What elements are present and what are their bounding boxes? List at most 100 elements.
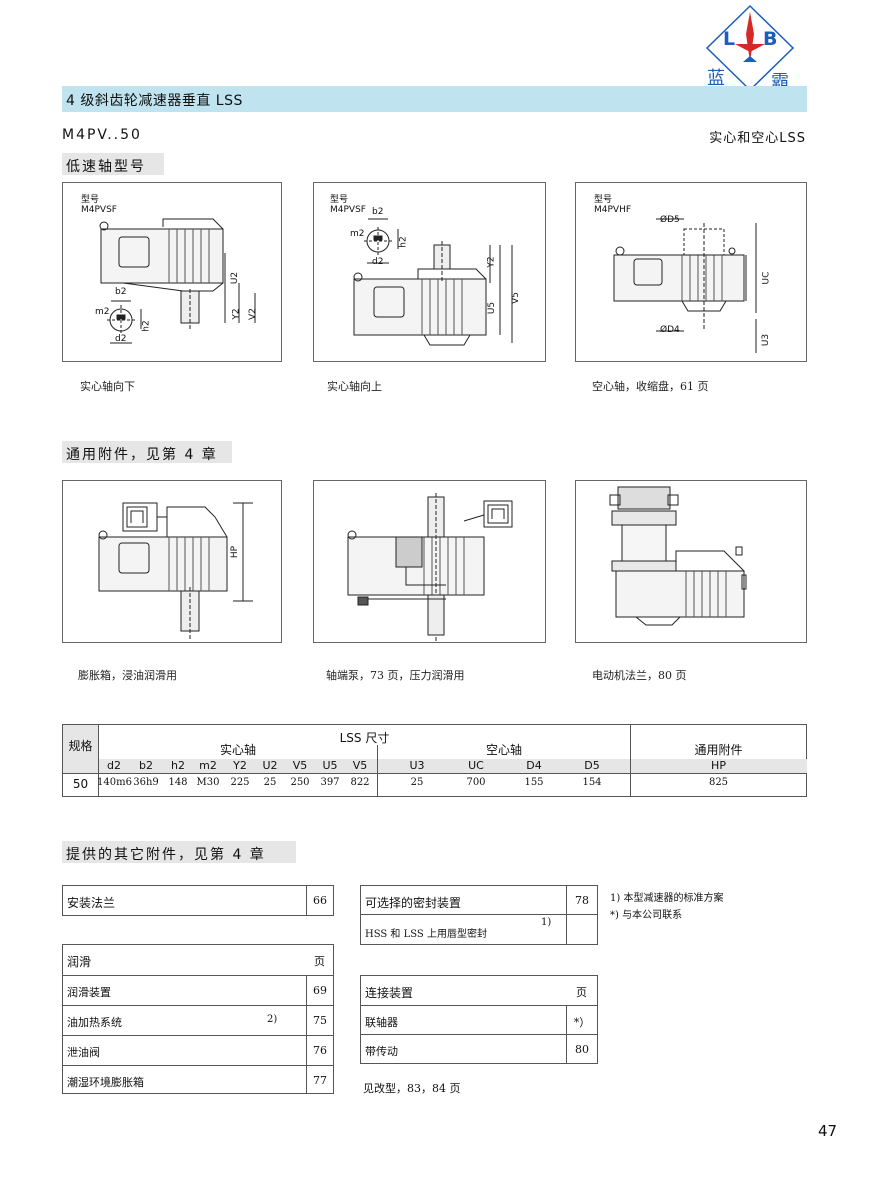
- row-page: 75: [306, 1006, 333, 1035]
- val-v5: 250: [290, 777, 310, 788]
- val-b2: 36h9: [133, 777, 159, 788]
- panel-solid-shaft-down: 型号 M4PVSF b2 m2 h2 d2 U2 Y2 V2: [62, 182, 282, 362]
- row-name: 油加热系统: [67, 1016, 122, 1029]
- col-b2: b2: [139, 759, 153, 772]
- table-row: 润滑装置 69: [63, 976, 333, 1006]
- footnote-2: *) 与本公司联系: [610, 910, 683, 921]
- table-row: 泄油阀 76: [63, 1036, 333, 1066]
- panel-hollow-shaft: 型号 M4PVHF ØD5 ØD4 UC U3: [575, 182, 807, 362]
- divider: [377, 745, 378, 796]
- table-row: HSS 和 LSS 上用唇型密封 1): [361, 915, 597, 944]
- page-title: 4 级斜齿轮减速器垂直 LSS: [66, 93, 243, 109]
- col-d4: D4: [526, 759, 542, 772]
- col-v5: V5: [292, 759, 308, 772]
- motor-flange-drawing: [609, 486, 747, 626]
- col-hp: HP: [711, 759, 726, 772]
- row-name: HSS 和 LSS 上用唇型密封: [365, 929, 487, 940]
- model-code: M4PV..50: [62, 127, 142, 143]
- val-d4: 155: [524, 777, 544, 788]
- val-d2: 140m6: [97, 777, 132, 788]
- dimension-table: 规格 LSS 尺寸 实心轴 空心轴 通用附件 d2 b2 h2 m2 Y2 U2…: [62, 724, 807, 797]
- panel-solid-shaft-up: 型号 M4PVSF b2 m2 h2 d2 Y2 U5 V5: [313, 182, 546, 362]
- caption-motor-flange: 电动机法兰，80 页: [592, 669, 687, 682]
- caption-solid-shaft-up: 实心轴向上: [327, 380, 382, 393]
- val-y2: 225: [230, 777, 250, 788]
- table-connection-devices: 连接装置 页 联轴器 *） 带传动 80: [360, 975, 598, 1064]
- row-name: 泄油阀: [67, 1046, 100, 1059]
- row-name: 安装法兰: [67, 896, 116, 910]
- col-u5: U5: [322, 759, 338, 772]
- footnote-1: 1) 本型减速器的标准方案: [610, 893, 724, 904]
- row-name: 带传动: [365, 1045, 398, 1058]
- gearbox-solid-down-drawing: [99, 218, 256, 344]
- row-page: 66: [306, 886, 333, 915]
- caption-shaft-pump: 轴端泵，73 页，压力润滑用: [326, 669, 465, 682]
- panel-expansion-tank: HP: [62, 480, 282, 643]
- table-header-row: 润滑 页: [63, 945, 333, 976]
- row-page: 78: [566, 886, 597, 914]
- col-v5b: V5: [352, 759, 368, 772]
- divider: [98, 725, 99, 796]
- row-page: [566, 915, 597, 944]
- dim-b2: b2: [372, 207, 384, 217]
- table-lubrication: 润滑 页 润滑装置 69 油加热系统 2) 75 泄油阀 76 潮湿环境膨胀箱 …: [62, 944, 334, 1094]
- row-name: 润滑: [67, 955, 92, 969]
- see-also-note: 见改型，83，84 页: [363, 1082, 461, 1095]
- table-row: 潮湿环境膨胀箱 77: [63, 1066, 333, 1093]
- expansion-tank-drawing: [98, 502, 253, 639]
- row-page: 页: [576, 986, 587, 999]
- dim-d2: d2: [372, 257, 384, 267]
- row-page: 80: [566, 1035, 597, 1063]
- caption-hollow-shaft: 空心轴，收缩盘，61 页: [592, 380, 709, 393]
- dim-d5: ØD5: [660, 215, 680, 225]
- row-name: 可选择的密封装置: [365, 896, 462, 910]
- model-description: 实心和空心LSS: [709, 131, 806, 146]
- dim-h2: h2: [398, 236, 409, 248]
- val-d5: 154: [582, 777, 602, 788]
- val-u2: 25: [263, 777, 277, 788]
- panel-model: M4PVHF: [594, 205, 632, 215]
- table-row: 安装法兰 66: [63, 886, 333, 915]
- solid-shaft-header: 实心轴: [219, 743, 256, 757]
- val-u3: 25: [410, 777, 424, 788]
- table-row: 带传动 80: [361, 1035, 597, 1063]
- row-page: 76: [306, 1036, 333, 1065]
- logo-letter-b: B: [763, 28, 778, 50]
- val-uc: 700: [466, 777, 486, 788]
- table-optional-seals: 可选择的密封装置 78 HSS 和 LSS 上用唇型密封 1): [360, 885, 598, 945]
- panel-model: M4PVSF: [81, 205, 117, 215]
- gearbox-hollow-drawing: [613, 218, 757, 353]
- val-v5b: 822: [350, 777, 370, 788]
- col-h2: h2: [171, 759, 185, 772]
- panel-motor-flange: [575, 480, 807, 643]
- row-name: 润滑装置: [67, 986, 111, 999]
- val-u5: 397: [320, 777, 340, 788]
- panel-type-label: 型号: [594, 195, 613, 205]
- divider: [63, 773, 806, 774]
- row-name: 连接装置: [365, 986, 414, 1000]
- caption-solid-shaft-down: 实心轴向下: [80, 380, 135, 393]
- logo-letter-l: L: [723, 28, 736, 50]
- dim-u5: U5: [487, 301, 498, 315]
- col-m2: m2: [199, 759, 217, 772]
- company-logo: L B 蓝 霸: [705, 4, 795, 93]
- row-page: 页: [314, 955, 325, 968]
- row-name: 潮湿环境膨胀箱: [67, 1076, 144, 1089]
- hollow-shaft-header: 空心轴: [485, 743, 522, 757]
- gearbox-solid-up-drawing: [353, 218, 513, 346]
- title-bar: 4 级斜齿轮减速器垂直 LSS: [62, 86, 807, 112]
- dim-y2: Y2: [486, 256, 497, 268]
- row-size: 50: [72, 777, 89, 791]
- row-page: 69: [306, 976, 333, 1005]
- table-header-row: 连接装置 页: [361, 976, 597, 1006]
- row-note: 2): [267, 1014, 278, 1025]
- table-title: LSS 尺寸: [339, 731, 390, 745]
- size-header: 规格: [68, 739, 93, 753]
- size-header-shade: [63, 725, 98, 773]
- caption-expansion-tank: 膨胀箱，浸油润滑用: [78, 669, 177, 682]
- section-accessories: 通用附件，见第 4 章: [62, 441, 232, 463]
- val-m2: M30: [196, 777, 220, 788]
- table-row: 油加热系统 2) 75: [63, 1006, 333, 1036]
- dim-h2: h2: [141, 320, 152, 332]
- page-number: 47: [818, 1122, 838, 1140]
